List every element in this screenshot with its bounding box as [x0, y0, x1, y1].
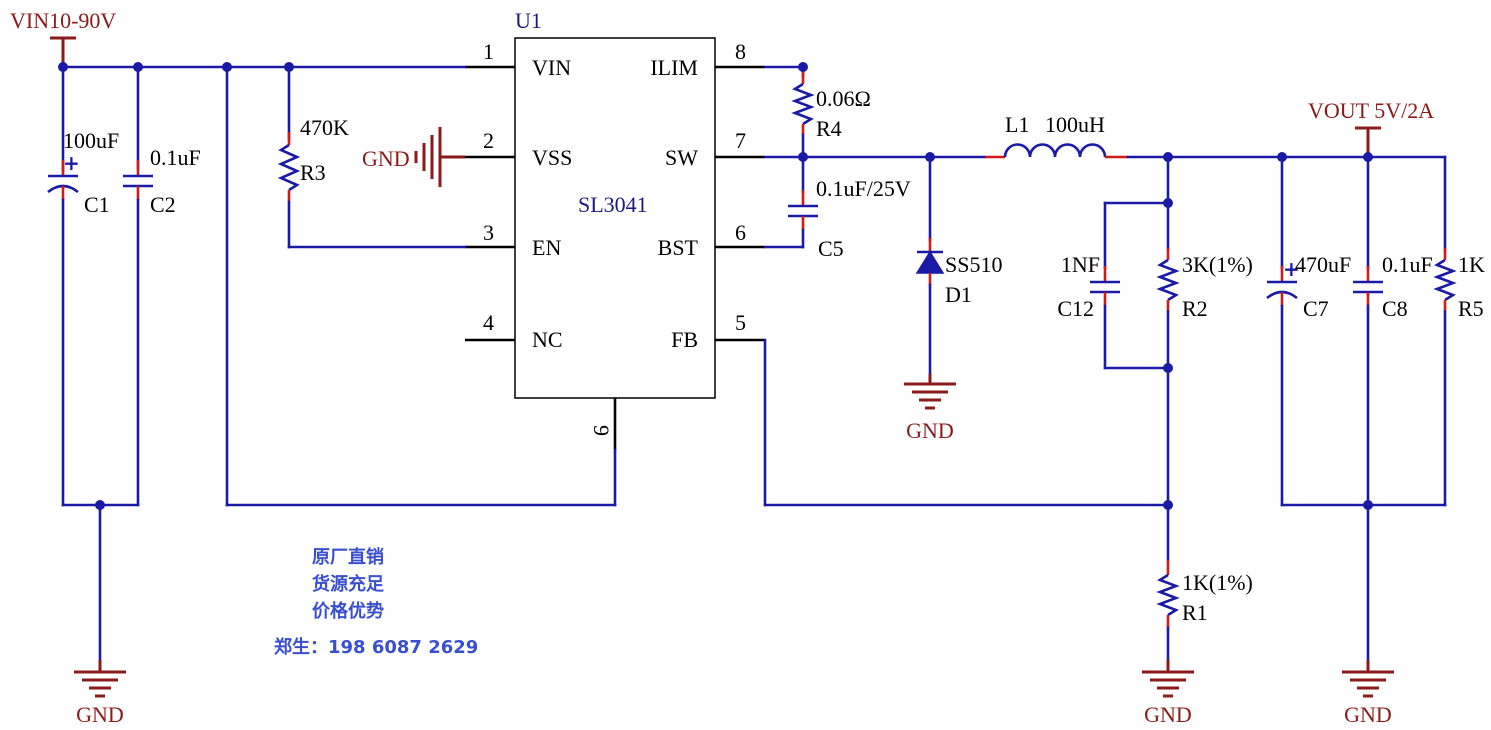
c1-value: 100uF: [63, 128, 119, 153]
vss-gnd-symbol: [414, 127, 465, 187]
l1-ref: L1: [1005, 112, 1029, 137]
d1-value: SS510: [945, 252, 1002, 277]
c8-ref: C8: [1382, 296, 1408, 321]
gnd-output-label: GND: [1344, 702, 1392, 727]
r5-value: 1K: [1458, 252, 1485, 277]
c5-ref: C5: [818, 236, 844, 261]
c1-ref: C1: [84, 192, 110, 217]
c2-value: 0.1uF: [150, 145, 201, 170]
junction-dots: [58, 62, 1373, 510]
r2-value: 3K(1%): [1182, 252, 1253, 277]
gnd-d1-symbol: [904, 374, 956, 410]
r3-value: 470K: [300, 115, 349, 140]
d1-anode-triangle: [915, 250, 945, 274]
ic-part-label: SL3041: [578, 192, 648, 217]
c7-polarity-plus: +: [1283, 257, 1300, 281]
c5-value: 0.1uF/25V: [816, 176, 911, 201]
ic-pin-5-number: 5: [735, 310, 746, 335]
r3-zigzag: [277, 143, 301, 192]
r1-value: 1K(1%): [1182, 570, 1253, 595]
c7-value: 470uF: [1295, 252, 1351, 277]
gnd-output-symbol: [1342, 660, 1394, 698]
d1-ref: D1: [945, 282, 972, 307]
ic-pin-7-number: 7: [735, 128, 746, 153]
ic-body: [514, 37, 716, 399]
r5-zigzag: [1433, 258, 1457, 302]
r4-zigzag: [791, 82, 815, 126]
ic-pin-2-number: 2: [483, 128, 494, 153]
ic-pin-vss-name: VSS: [532, 145, 572, 170]
l1-coil: [1003, 143, 1107, 158]
gnd-r1-symbol: [1142, 660, 1194, 698]
ic-pin-sw-name: SW: [665, 145, 698, 170]
r4-value: 0.06Ω: [816, 86, 871, 111]
r3-ref: R3: [300, 160, 326, 185]
note-line-2: 货源充足: [312, 574, 384, 595]
ic-pin-vin-name: VIN: [532, 55, 571, 80]
ic-pin-8-number: 8: [735, 39, 746, 64]
l1-value: 100uH: [1045, 112, 1105, 137]
gnd-d1-label: GND: [906, 418, 954, 443]
gnd-1-label: GND: [76, 702, 124, 727]
c12-value: 1NF: [1061, 252, 1100, 277]
vin-label: VIN10-90V: [10, 8, 116, 33]
c1-polarity-plus: +: [63, 151, 80, 175]
ic-pin-ilim-name: ILIM: [650, 55, 698, 80]
ic-pin-3-number: 3: [483, 220, 494, 245]
contact-phone: 郑生：198 6087 2629: [274, 637, 479, 658]
r1-ref: R1: [1182, 600, 1208, 625]
ic-pin-6-number: 6: [735, 220, 746, 245]
vout-label: VOUT 5V/2A: [1308, 98, 1434, 123]
ic-pin-nc-name: NC: [532, 327, 563, 352]
c2-ref: C2: [150, 192, 176, 217]
c8-value: 0.1uF: [1382, 252, 1433, 277]
r2-ref: R2: [1182, 296, 1208, 321]
ic-pin-bst-name: BST: [658, 235, 699, 260]
ic-pin-4-number: 4: [483, 310, 494, 335]
r2-zigzag: [1156, 258, 1180, 302]
c12-ref: C12: [1057, 296, 1094, 321]
gnd-r1-label: GND: [1144, 702, 1192, 727]
ic-pin-9-number: 9: [589, 425, 614, 436]
gnd-1-symbol: [74, 660, 126, 698]
note-line-3: 价格优势: [312, 601, 384, 622]
r4-ref: R4: [816, 116, 842, 141]
ic-pin-fb-name: FB: [671, 327, 698, 352]
ic-pin-en-name: EN: [532, 235, 561, 260]
vss-gnd-label: GND: [362, 146, 410, 171]
c7-ref: C7: [1303, 296, 1329, 321]
ic-ref-label: U1: [515, 8, 542, 33]
ic-pin-1-number: 1: [483, 39, 494, 64]
note-line-1: 原厂直销: [312, 547, 384, 568]
r5-ref: R5: [1458, 296, 1484, 321]
r1-zigzag: [1156, 573, 1180, 617]
